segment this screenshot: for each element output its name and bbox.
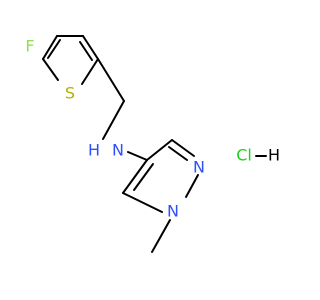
sulfur-atom-label: S <box>65 84 75 103</box>
bond-n2-n1 <box>185 174 199 198</box>
bond-c4-c3 <box>146 139 173 161</box>
fluorine-atom-label: F <box>25 37 34 56</box>
salt-hydrogen-label: H <box>268 146 280 165</box>
bond-c2-ch2 <box>97 58 125 102</box>
bond-c2-s <box>81 58 99 85</box>
amine-nitrogen-label: N <box>112 141 124 160</box>
bond-nh-c4 <box>127 151 148 161</box>
bond-c4-c5-double <box>133 163 154 191</box>
amine-hydrogen-label: H <box>88 141 100 160</box>
bond-c3-c2 <box>82 35 99 60</box>
pyrazole-nitrogen-2-label: N <box>193 158 205 177</box>
molecule-structure: F S N H N N Cl H <box>25 35 280 253</box>
bond-c5-s <box>42 58 59 81</box>
bond-c3-c2-double <box>79 41 93 61</box>
molecule-diagram-canvas: F S N H N N Cl H <box>25 35 281 253</box>
bond-c5-c4-double <box>47 39 61 59</box>
bond-c3-n2 <box>171 139 195 157</box>
atom-labels: F S N H N N Cl H <box>25 37 280 221</box>
chlorine-salt-label: Cl <box>236 146 252 165</box>
bond-ch2-nh <box>102 100 125 140</box>
bond-c3-n2-double <box>168 146 188 161</box>
bond-c5-n1 <box>122 192 163 213</box>
bond-c5-c4 <box>42 35 58 60</box>
bond-n1-methyl <box>151 219 171 253</box>
pyrazole-nitrogen-1-label: N <box>167 202 179 221</box>
bond-c4-c5 <box>122 159 148 194</box>
bond-lines <box>42 35 267 253</box>
